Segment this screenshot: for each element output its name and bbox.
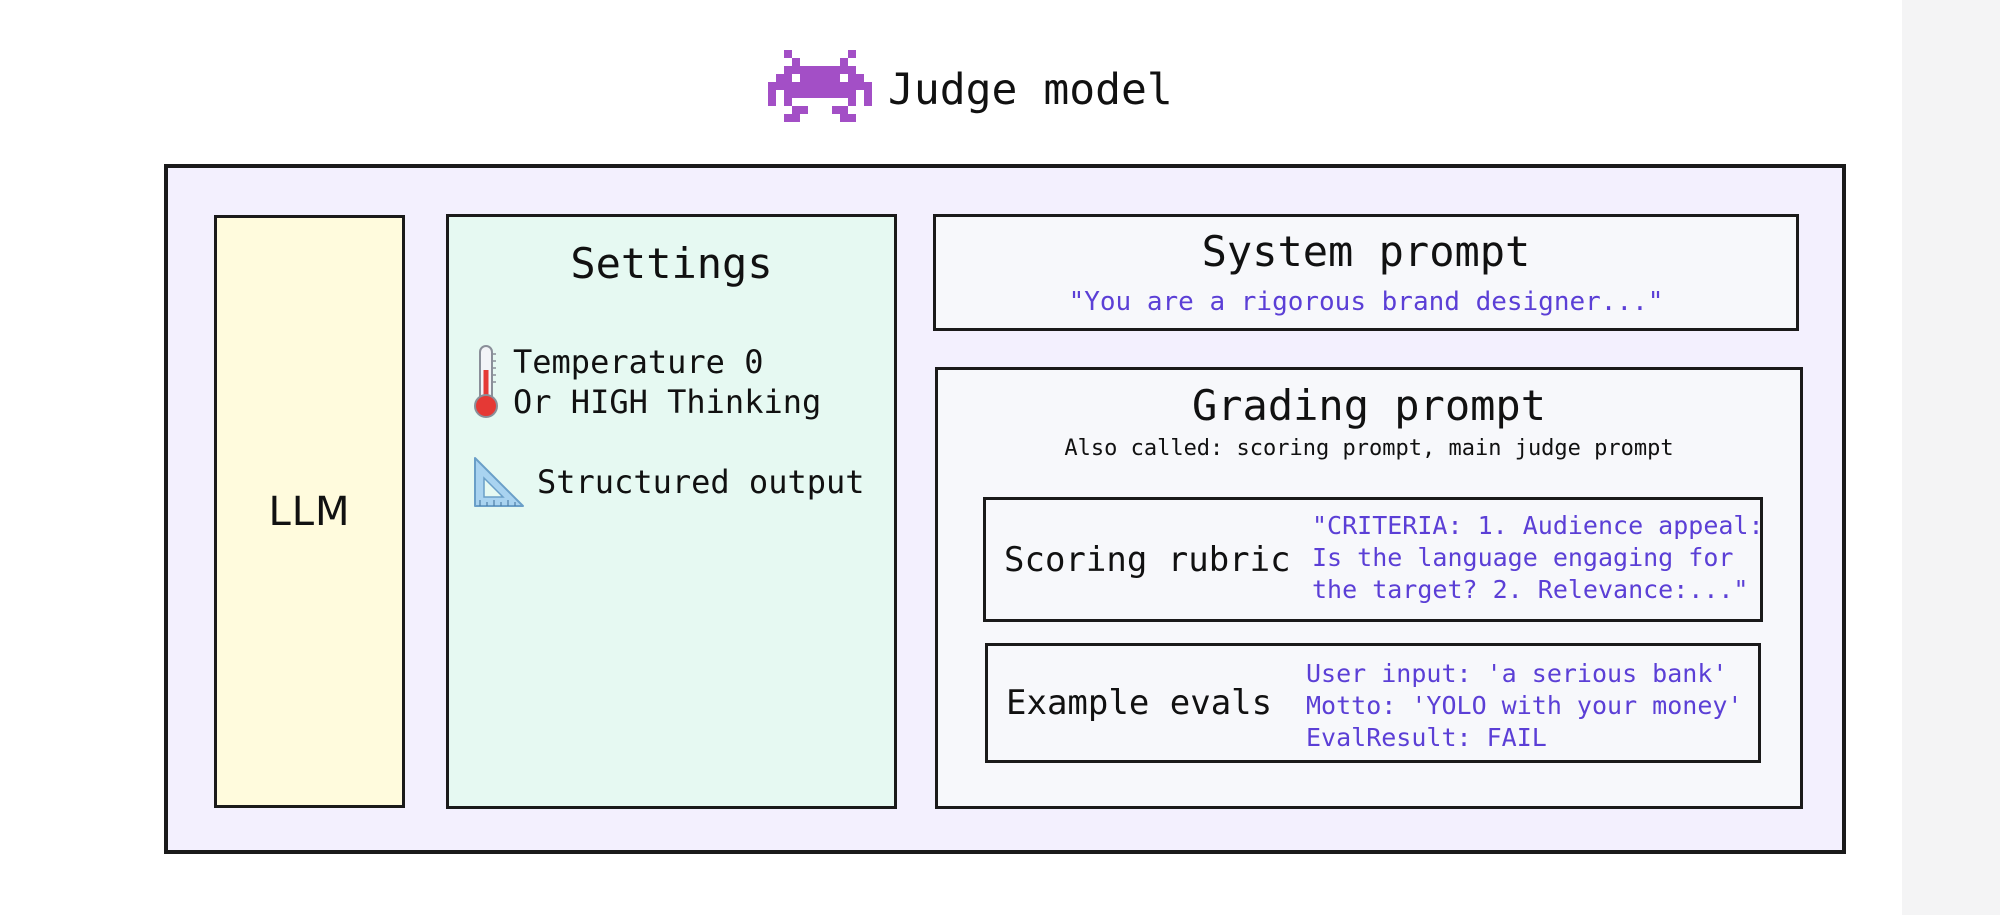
grading-prompt-title: Grading prompt <box>1191 381 1546 430</box>
scoring-rubric-box: Scoring rubric "CRITERIA: 1. Audience ap… <box>983 497 1764 622</box>
scoring-rubric-label: Scoring rubric <box>1004 539 1291 580</box>
example-evals-box: Example evals User input: 'a serious ban… <box>985 643 1761 763</box>
system-prompt-example: "You are a rigorous brand designer..." <box>1068 287 1664 317</box>
settings-panel: Settings Temperature 0 Or HIGH Thinking <box>446 214 897 809</box>
setting-temperature: Temperature 0 Or HIGH Thinking <box>471 342 821 422</box>
system-prompt-title: System prompt <box>1201 227 1531 276</box>
llm-label: LLM <box>268 488 351 535</box>
diagram-title: Judge model <box>888 65 1173 115</box>
rubric-line: the target? 2. Relevance:..." <box>1312 575 1749 604</box>
system-prompt-box: System prompt "You are a rigorous brand … <box>933 214 1799 331</box>
right-edge-strip <box>1902 0 2000 915</box>
eval-line: Motto: 'YOLO with your money' <box>1306 691 1743 720</box>
llm-box: LLM <box>214 215 405 808</box>
grading-prompt-subtitle: Also called: scoring prompt, main judge … <box>1064 436 1674 461</box>
diagram-header: Judge model <box>768 50 1173 130</box>
example-evals-label: Example evals <box>1006 683 1273 723</box>
thermometer-icon <box>474 345 498 418</box>
rubric-line: "CRITERIA: 1. Audience appeal: <box>1312 511 1764 540</box>
temperature-setting-text: Temperature 0 Or HIGH Thinking <box>513 342 821 422</box>
example-evals-content: User input: 'a serious bank' Motto: 'YOL… <box>1306 658 1743 754</box>
structured-output-text: Structured output <box>537 463 865 501</box>
settings-title: Settings <box>570 239 773 288</box>
eval-line: User input: 'a serious bank' <box>1306 659 1728 688</box>
alien-monster-icon <box>768 50 872 122</box>
eval-line: EvalResult: FAIL <box>1306 723 1547 752</box>
rubric-line: Is the language engaging for <box>1312 543 1734 572</box>
thinking-line: Or HIGH Thinking <box>513 383 822 421</box>
triangular-ruler-icon <box>474 457 524 507</box>
scoring-rubric-example: "CRITERIA: 1. Audience appeal: Is the la… <box>1312 510 1764 606</box>
setting-structured-output: Structured output <box>471 454 865 510</box>
temperature-line: Temperature 0 <box>513 343 764 381</box>
